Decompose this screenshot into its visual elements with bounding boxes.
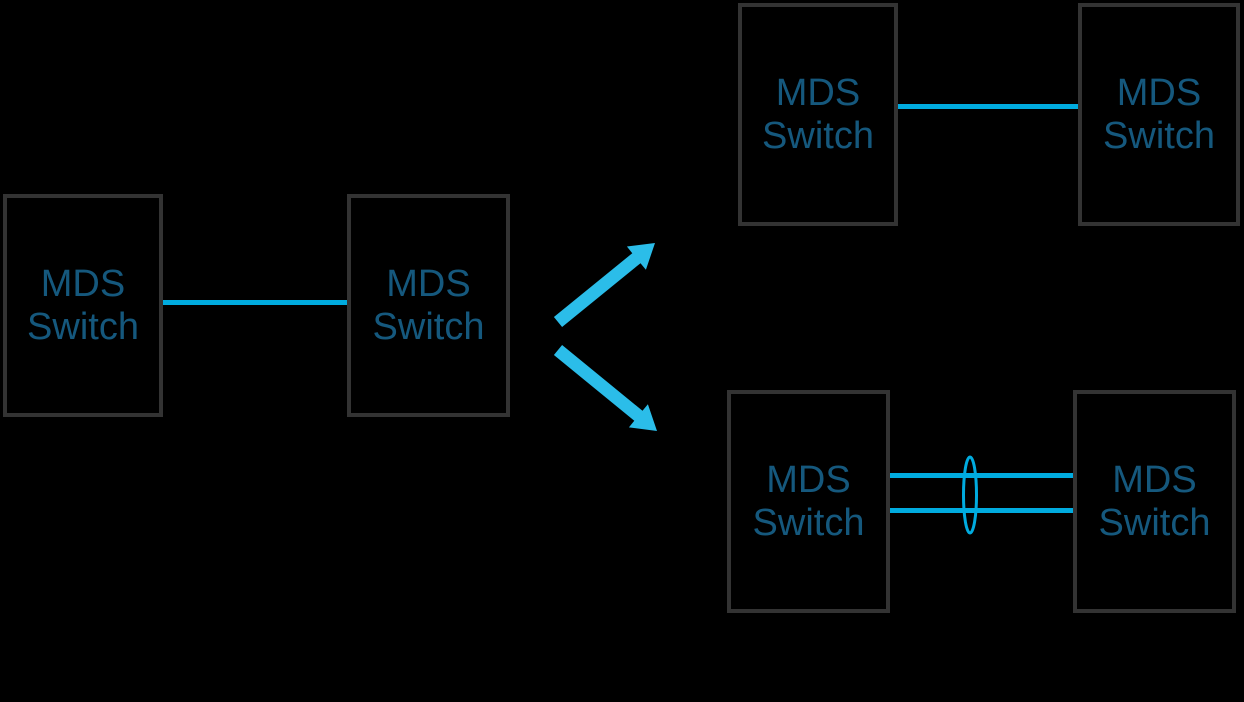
mds-switch-node: MDS Switch (1078, 3, 1240, 226)
isl-link-line (898, 104, 1078, 109)
isl-link-line (163, 300, 347, 305)
node-label: MDS Switch (27, 263, 139, 348)
mds-switch-node: MDS Switch (738, 3, 898, 226)
mds-switch-node: MDS Switch (727, 390, 890, 613)
node-label-line2: Switch (1103, 114, 1215, 157)
node-label-line2: Switch (762, 114, 874, 157)
arrow-down-right-icon (553, 345, 657, 431)
node-label: MDS Switch (753, 459, 865, 544)
node-label-line2: Switch (1098, 501, 1211, 544)
isl-link-line (890, 473, 1073, 478)
mds-switch-node: MDS Switch (347, 194, 510, 417)
node-label-line1: MDS (40, 262, 126, 305)
node-label: MDS Switch (762, 72, 874, 157)
arrow-up-right-icon (553, 243, 655, 327)
node-label-line1: MDS (386, 262, 471, 305)
node-label: MDS Switch (373, 263, 485, 348)
node-label-line2: Switch (27, 305, 139, 348)
node-label-line2: Switch (372, 305, 485, 348)
node-label-line1: MDS (775, 71, 861, 114)
node-label-line1: MDS (1112, 458, 1197, 501)
node-label-line1: MDS (1116, 71, 1202, 114)
node-label: MDS Switch (1099, 459, 1211, 544)
node-label-line1: MDS (766, 458, 851, 501)
isl-link-line (890, 508, 1073, 513)
node-label-line2: Switch (752, 501, 865, 544)
mds-switch-node: MDS Switch (3, 194, 163, 417)
node-label: MDS Switch (1103, 72, 1215, 157)
port-channel-ellipse-icon (962, 455, 978, 535)
mds-switch-node: MDS Switch (1073, 390, 1236, 613)
